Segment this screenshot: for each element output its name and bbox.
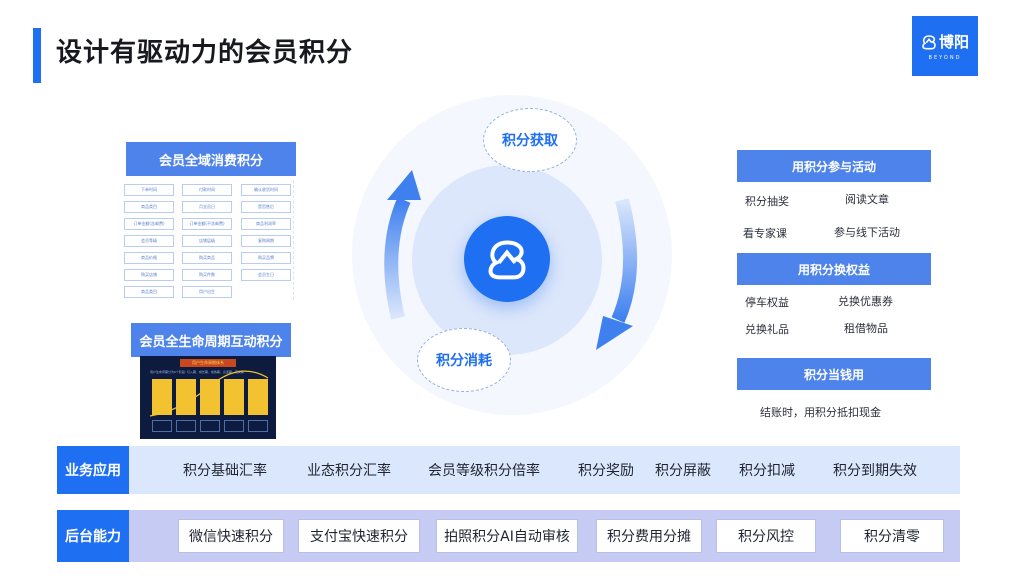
brand-logo: 博阳 BEYOND (912, 16, 978, 76)
backend-capabilities-label: 后台能力 (57, 510, 129, 562)
lifecycle-stage-card (200, 379, 220, 415)
business-item: 业态积分汇率 (307, 463, 391, 479)
consumption-dimension-chip: 购买品牌 (241, 252, 291, 264)
consumption-points-title: 会员全域消费积分 (126, 142, 296, 176)
business-item: 积分屏蔽 (655, 463, 711, 479)
activity-item: 积分抽奖 (745, 195, 789, 208)
lifecycle-stage-card (224, 379, 244, 415)
activity-item: 参与线下活动 (834, 226, 900, 239)
logo-text: 博阳 (938, 33, 969, 51)
consumption-dimension-chip: 商品类目 (124, 286, 174, 298)
backend-item: 积分清零 (840, 519, 944, 553)
lifecycle-stage-card (248, 379, 268, 415)
lifecycle-points-title: 会员全生命周期互动积分 (131, 323, 291, 357)
consumption-chip-grid: 下单时间付款时间确认收货时间商品类目月全员日是否售后订单金额(含邮费)订单金额(… (124, 180, 294, 300)
lifecycle-diagram-header: 用户生命周期体系 (180, 359, 236, 367)
cycle-arrow-down-icon (596, 198, 638, 350)
rights-item: 兑换礼品 (745, 323, 789, 336)
consumption-dimension-chip: 商品类目 (124, 201, 174, 213)
lifecycle-stage-card (152, 379, 172, 415)
consumption-dimension-chip: 商品价格 (124, 252, 174, 264)
rights-item: 兑换优惠券 (838, 295, 893, 308)
consumption-dimension-chip: 是否售后 (241, 201, 291, 213)
business-item: 积分奖励 (578, 463, 634, 479)
business-item: 积分到期失效 (833, 463, 917, 479)
rights-item: 租借物品 (844, 322, 888, 335)
consumption-dimension-chip: 购买店铺 (124, 269, 174, 281)
lifecycle-diagram-thumbnail: 用户生命周期体系 用户生命周期分为6个阶段: 引入期、成长期、成熟期、衰退期、流… (140, 356, 276, 439)
rights-item: 停车权益 (745, 296, 789, 309)
activity-item: 阅读文章 (845, 193, 889, 206)
cycle-core (464, 216, 550, 302)
backend-item: 拍照积分AI自动审核 (436, 519, 578, 553)
lifecycle-stage-cell (176, 420, 196, 432)
consumption-dimension-chip: 用户出生 (182, 286, 232, 298)
beyond-logo-icon (488, 240, 526, 280)
consumption-dimension-chip: 商品利润率 (241, 218, 291, 230)
lifecycle-diagram-caption: 用户生命周期分为6个阶段: 引入期、成长期、成熟期、衰退期、流失期 (150, 370, 244, 374)
lifecycle-stage-cell (200, 420, 220, 432)
points-consume-bubble: 积分消耗 (417, 328, 511, 392)
activity-section-title: 用积分参与活动 (737, 150, 931, 182)
business-item: 积分扣减 (739, 463, 795, 479)
cycle-arrow-up-icon (384, 170, 421, 320)
business-item: 会员等级积分倍率 (428, 463, 540, 479)
consumption-dimension-chip: 购买商品 (182, 252, 232, 264)
cash-section-title: 积分当钱用 (737, 358, 931, 390)
consumption-dimension-chip: 复购周期 (241, 235, 291, 247)
backend-item: 积分费用分摊 (596, 519, 702, 553)
title-accent-bar (33, 28, 41, 83)
consumption-dimension-chip: 月全员日 (182, 201, 232, 213)
consumption-dimension-chip: 会员生日 (241, 269, 291, 281)
backend-item: 积分风控 (716, 519, 816, 553)
backend-item: 支付宝快速积分 (298, 519, 420, 553)
page-title: 设计有驱动力的会员积分 (56, 38, 354, 68)
business-applications-row (57, 446, 960, 494)
lifecycle-stage-cell (224, 420, 244, 432)
consumption-dimension-chip: 店铺层级 (182, 235, 232, 247)
lifecycle-stage-card (176, 379, 196, 415)
business-item: 积分基础汇率 (183, 463, 267, 479)
consumption-dimension-chip: 订单金额(不含邮费) (182, 218, 232, 230)
beyond-logo-icon (922, 34, 936, 49)
consumption-dimension-chip: 会员等级 (124, 235, 174, 247)
logo-subtext: BEYOND (928, 55, 962, 61)
business-applications-label: 业务应用 (57, 446, 129, 494)
lifecycle-stage-cell (152, 420, 172, 432)
consumption-dimension-chip: 确认收货时间 (241, 184, 291, 196)
cash-description: 结账时，用积分抵扣现金 (760, 406, 881, 419)
consumption-dimension-chip: 购买件数 (182, 269, 232, 281)
consumption-dimension-chip: 订单金额(含邮费) (124, 218, 174, 230)
lifecycle-stage-cell (248, 420, 268, 432)
points-acquire-bubble: 积分获取 (483, 108, 577, 172)
consumption-dimension-chip: 下单时间 (124, 184, 174, 196)
backend-item: 微信快速积分 (178, 519, 284, 553)
activity-item: 看专家课 (743, 227, 787, 240)
consumption-dimension-chip: 付款时间 (182, 184, 232, 196)
rights-section-title: 用积分换权益 (737, 253, 931, 285)
